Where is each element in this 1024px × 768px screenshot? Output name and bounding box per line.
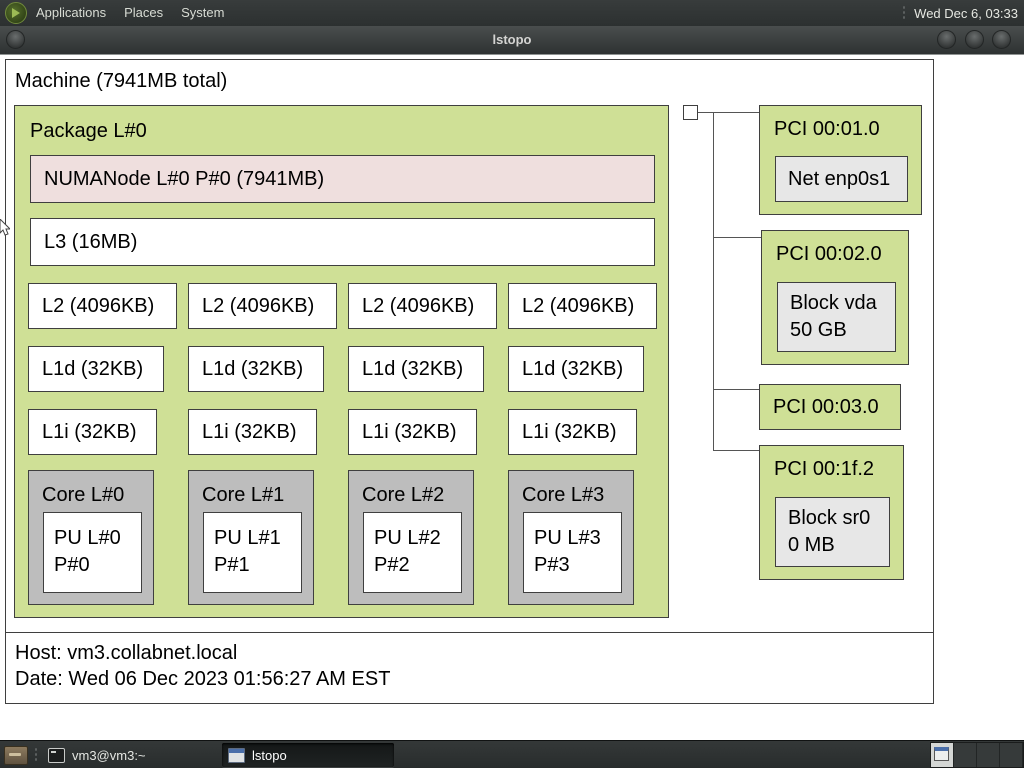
menu-places[interactable]: Places [124,5,164,20]
window-titlebar[interactable]: lstopo [0,26,1024,55]
block-device-box: Block vda 50 GB [777,282,896,352]
task-terminal[interactable]: vm3@vm3:~ [42,743,214,767]
hostbridge-connector [683,105,698,120]
block-device-box: Block sr0 0 MB [775,497,890,567]
machine-label: Machine (7941MB total) [15,70,228,92]
task-lstopo[interactable]: lstopo [222,743,394,767]
panel-grip[interactable] [902,5,907,21]
core-label: Core L#1 [202,484,285,506]
l2-cache-box: L2 (4096KB) [28,283,177,329]
pu-box: PU L#2 P#2 [363,512,462,593]
pci-box: PCI 00:03.0 [759,384,901,430]
pci-label: PCI 00:01.0 [774,118,880,140]
pu-pnum: P#2 [374,554,410,576]
close-button[interactable] [992,30,1011,49]
core-label: Core L#3 [522,484,605,506]
bottom-taskbar: vm3@vm3:~ lstopo [0,740,1024,768]
workspace-1[interactable] [931,743,954,767]
panel-right: Wed Dec 6, 03:33 [902,5,1024,21]
l1d-cache-box: L1d (32KB) [28,346,164,392]
pu-box: PU L#1 P#1 [203,512,302,593]
l1d-cache-box: L1d (32KB) [188,346,324,392]
tree-line [698,112,759,113]
window-icon [228,747,245,763]
pci-label: PCI 00:02.0 [776,243,882,265]
legend-box: Host: vm3.collabnet.local Date: Wed 06 D… [5,632,934,704]
pci-box: PCI 00:02.0 Block vda 50 GB [761,230,909,365]
l1i-cache-box: L1i (32KB) [188,409,317,455]
pu-label: PU L#0 [54,527,121,549]
tree-line [713,112,714,451]
pu-label: PU L#3 [534,527,601,549]
panel-clock[interactable]: Wed Dec 6, 03:33 [914,5,1018,21]
workspace-2[interactable] [954,743,977,767]
core-box: Core L#0 PU L#0 P#0 [28,470,154,605]
pci-label: PCI 00:1f.2 [774,458,875,480]
l2-cache-box: L2 (4096KB) [188,283,337,329]
l1i-cache-box: L1i (32KB) [348,409,477,455]
drawer-icon[interactable] [4,745,28,765]
l1d-cache-box: L1d (32KB) [508,346,644,392]
top-panel: Applications Places System Wed Dec 6, 03… [0,0,1024,26]
net-device-box: Net enp0s1 [775,156,908,202]
pu-label: PU L#1 [214,527,281,549]
menu-system[interactable]: System [181,5,225,20]
window-menu-button[interactable] [6,30,25,49]
legend-date: Date: Wed 06 Dec 2023 01:56:27 AM EST [15,668,391,690]
device-name: Block sr0 [788,507,871,529]
mouse-cursor [0,219,10,236]
workspace-4[interactable] [1000,743,1023,767]
terminal-icon [48,747,65,763]
pci-box: PCI 00:01.0 Net enp0s1 [759,105,922,215]
menu-applications[interactable]: Applications [36,5,107,20]
pu-label: PU L#2 [374,527,441,549]
device-size: 50 GB [790,319,847,341]
pu-box: PU L#3 P#3 [523,512,622,593]
minimize-button[interactable] [937,30,956,49]
pu-box: PU L#0 P#0 [43,512,142,593]
l1d-cache-box: L1d (32KB) [348,346,484,392]
distro-menu-icon[interactable] [5,2,27,24]
task-label: vm3@vm3:~ [72,747,146,763]
tree-line [713,389,759,390]
window-title: lstopo [492,32,532,47]
tree-line [713,237,761,238]
pu-pnum: P#1 [214,554,250,576]
pu-pnum: P#0 [54,554,90,576]
package-box: Package L#0 NUMANode L#0 P#0 (7941MB) L3… [14,105,669,618]
workspace-switcher [930,742,1024,768]
l1i-cache-box: L1i (32KB) [508,409,637,455]
core-box: Core L#1 PU L#1 P#1 [188,470,314,605]
core-label: Core L#2 [362,484,445,506]
pci-box: PCI 00:1f.2 Block sr0 0 MB [759,445,904,580]
task-label: lstopo [252,747,287,763]
workspace-3[interactable] [977,743,1000,767]
core-box: Core L#2 PU L#2 P#2 [348,470,474,605]
taskbar-grip[interactable] [34,747,38,763]
maximize-button[interactable] [965,30,984,49]
device-size: 0 MB [788,534,835,556]
core-box: Core L#3 PU L#3 P#3 [508,470,634,605]
l2-cache-box: L2 (4096KB) [508,283,657,329]
device-name: Block vda [790,292,877,314]
l3-cache-box: L3 (16MB) [30,218,655,266]
pu-pnum: P#3 [534,554,570,576]
l1i-cache-box: L1i (32KB) [28,409,157,455]
machine-box: Machine (7941MB total) Package L#0 NUMAN… [5,59,934,633]
l2-cache-box: L2 (4096KB) [348,283,497,329]
lstopo-canvas: Machine (7941MB total) Package L#0 NUMAN… [0,54,1024,741]
package-label: Package L#0 [30,120,147,142]
core-label: Core L#0 [42,484,125,506]
legend-host: Host: vm3.collabnet.local [15,642,238,664]
tree-line [713,450,759,451]
numanode-box: NUMANode L#0 P#0 (7941MB) [30,155,655,203]
